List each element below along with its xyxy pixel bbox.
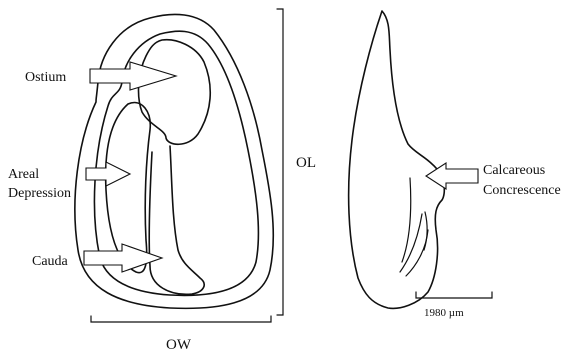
- lateral-ridge-1: [402, 178, 411, 262]
- calcareous-label-line1: Calcareous: [483, 163, 545, 178]
- scale-label: 1980 µm: [424, 307, 464, 319]
- ostium-label: Ostium: [25, 70, 66, 85]
- lateral-outline: [349, 11, 445, 308]
- areal-arrow: [86, 162, 130, 186]
- ostium-outline: [139, 40, 211, 145]
- cauda-label: Cauda: [32, 254, 69, 269]
- lateral-ridge-4: [424, 212, 427, 250]
- ow-label: OW: [166, 337, 192, 353]
- ol-bracket: [277, 9, 283, 315]
- otolith-lateral-view: [349, 11, 445, 308]
- ol-label: OL: [296, 155, 316, 171]
- areal-label-line1: Areal: [8, 167, 39, 182]
- lateral-ridge-2: [400, 214, 422, 272]
- calcareous-arrow: [426, 163, 478, 189]
- ostium-arrow: [90, 62, 176, 90]
- areal-label-line2: Depression: [8, 186, 71, 201]
- calcareous-label-line2: Concrescence: [483, 183, 561, 198]
- cauda-outline: [149, 146, 204, 294]
- ow-bracket: [91, 316, 271, 322]
